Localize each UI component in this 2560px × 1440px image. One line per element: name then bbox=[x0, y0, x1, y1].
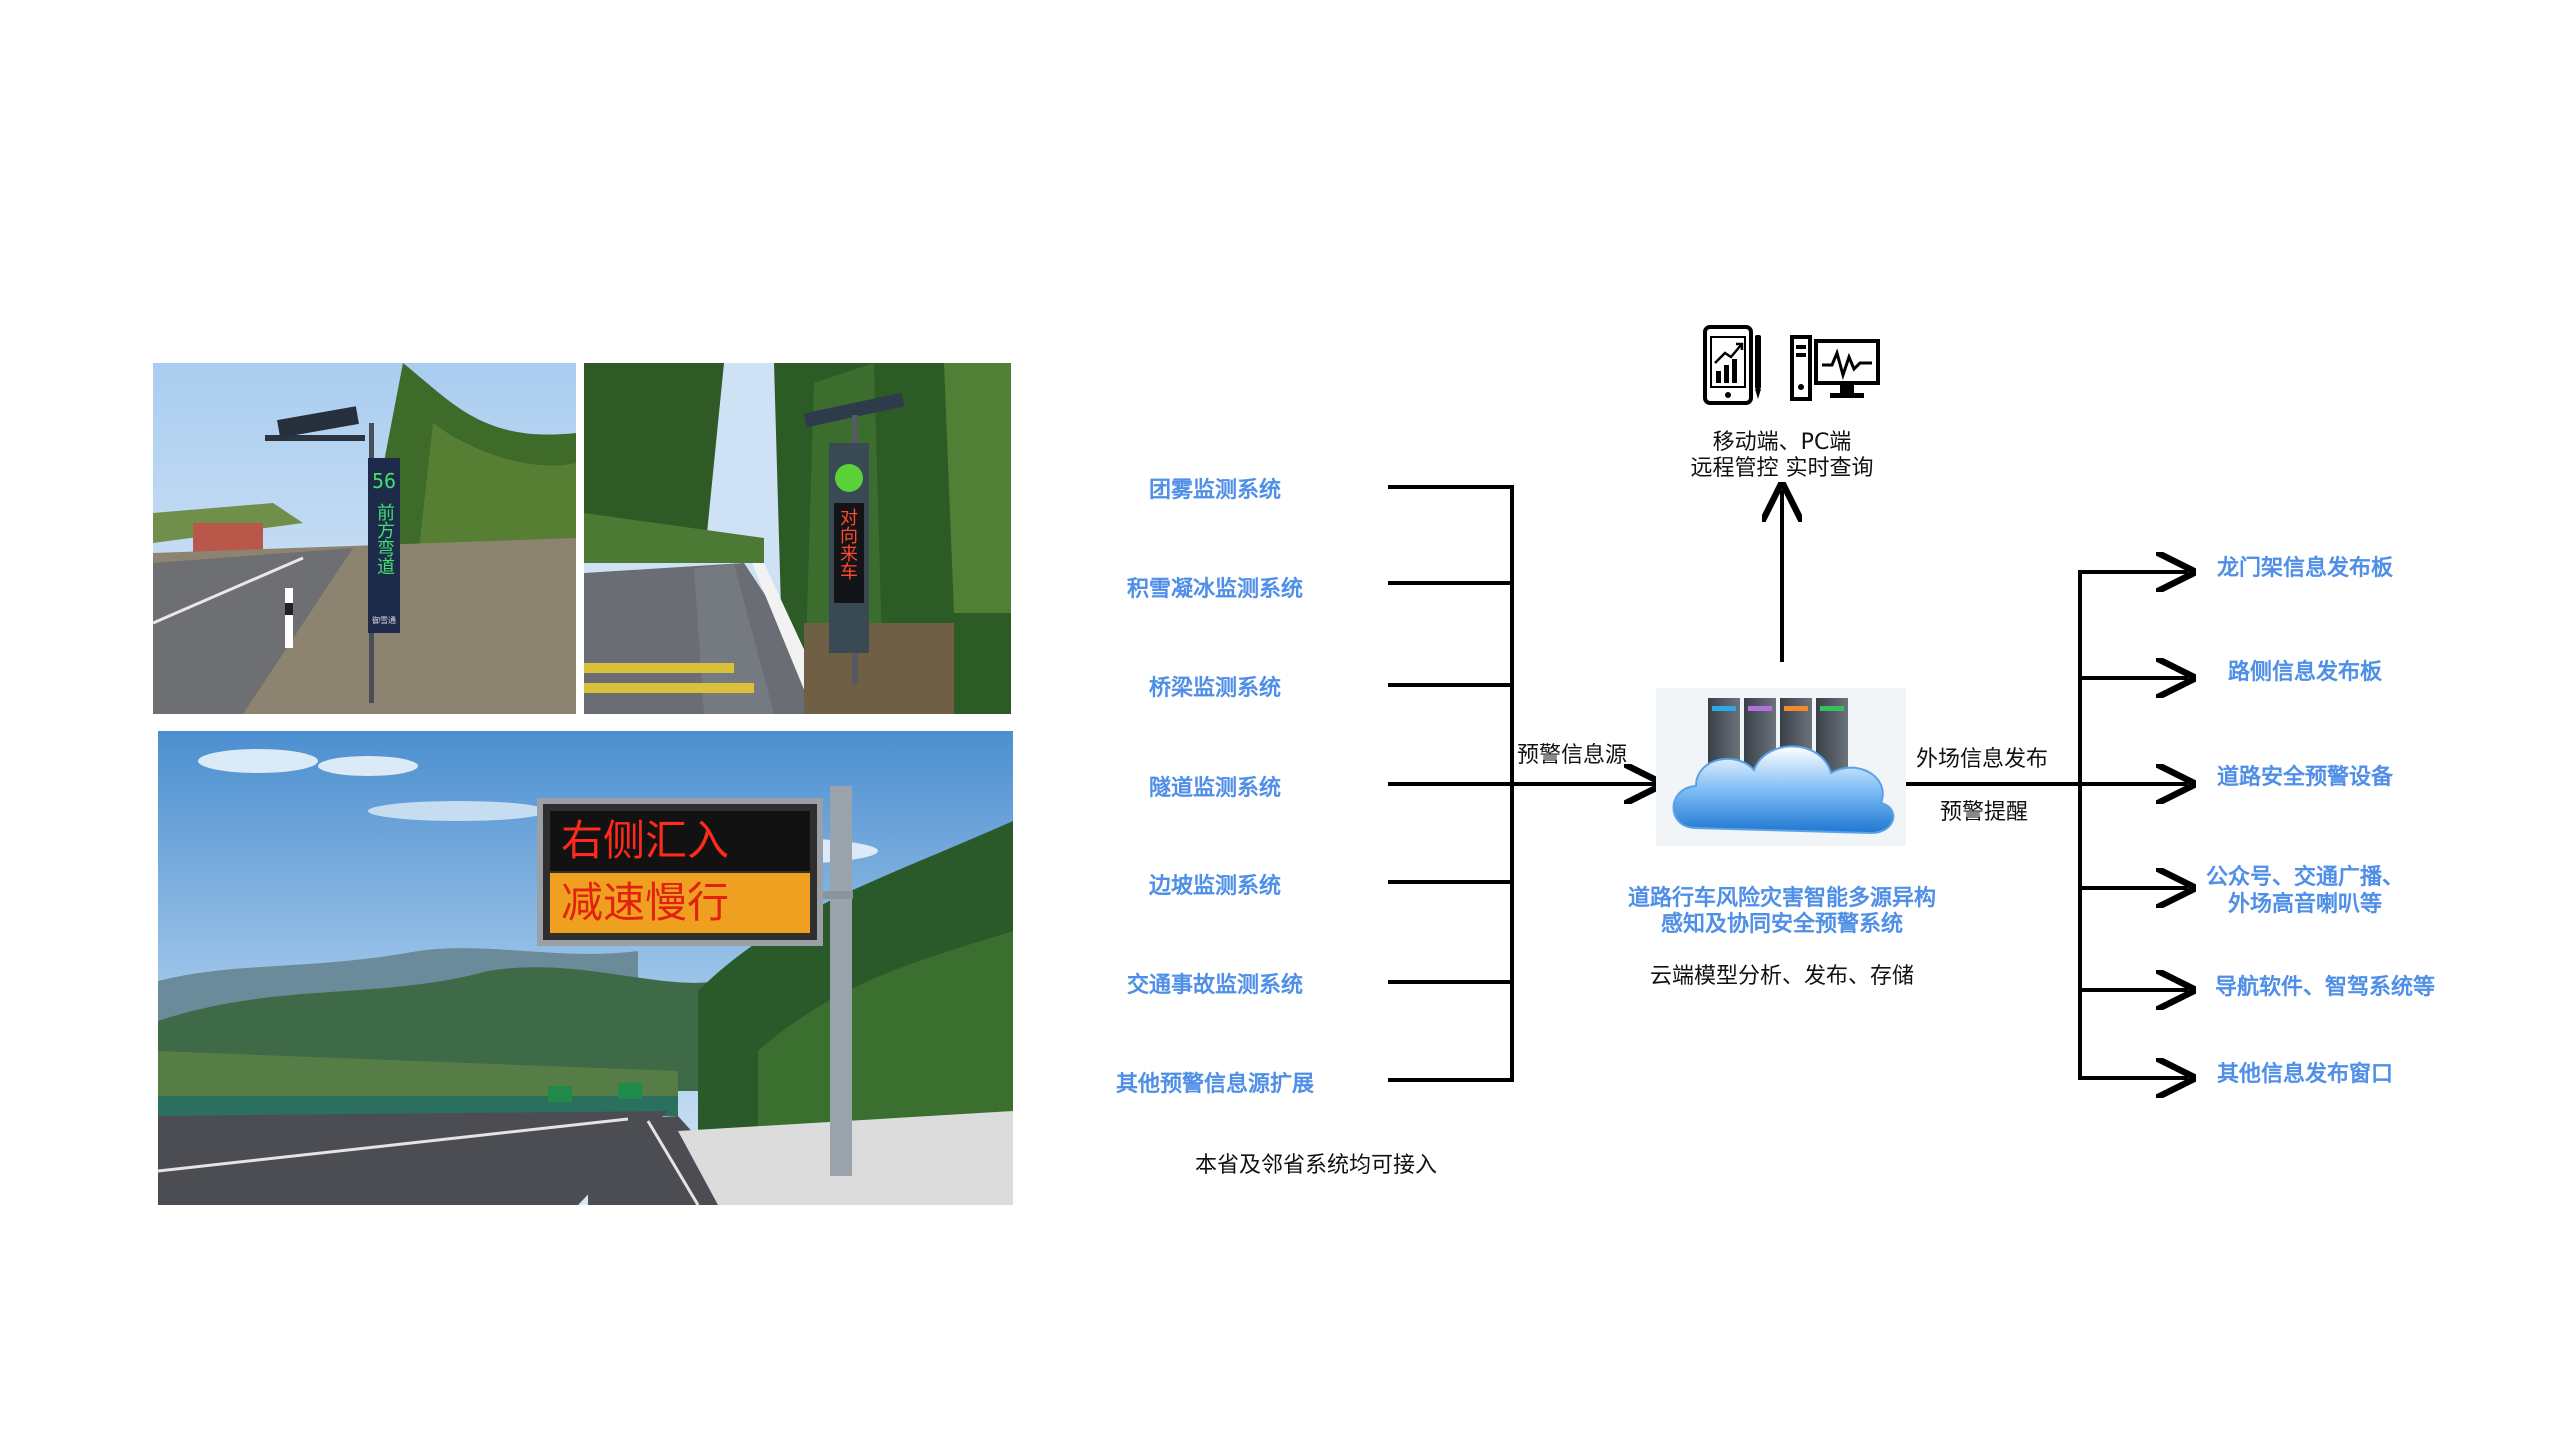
sources-access-note: 本省及邻省系统均可接入 bbox=[1195, 1153, 1438, 1178]
output-public-broadcast-line1: 公众号、交通广播、 bbox=[2205, 865, 2404, 890]
output-label-field-publish: 外场信息发布 bbox=[1916, 747, 2049, 772]
photo-roadside-curve-sign: 56 御雪通 前方弯道 bbox=[153, 363, 576, 714]
source-traffic-accident-monitoring: 交通事故监测系统 bbox=[1126, 973, 1303, 998]
terminal-label-line2: 远程管控 实时查询 bbox=[1690, 456, 1874, 481]
terminal-label-line1: 移动端、PC端 bbox=[1712, 430, 1852, 455]
sign-oncoming-text: 对向来车 bbox=[837, 508, 858, 580]
output-public-broadcast-line2: 外场高音喇叭等 bbox=[2227, 892, 2382, 917]
output-label-warning-reminder: 预警提醒 bbox=[1940, 800, 2029, 825]
output-road-safety-device: 道路安全预警设备 bbox=[2216, 765, 2393, 790]
source-other-extension: 其他预警信息源扩展 bbox=[1115, 1072, 1314, 1097]
output-roadside-board: 路侧信息发布板 bbox=[2227, 660, 2382, 685]
output-gantry-board: 龙门架信息发布板 bbox=[2216, 556, 2393, 581]
vms-line-2-text: 减速慢行 bbox=[561, 878, 730, 927]
center-system-subtitle: 云端模型分析、发布、存储 bbox=[1649, 964, 1914, 989]
sign-speed-number: 56 bbox=[372, 469, 396, 493]
output-other-channels: 其他信息发布窗口 bbox=[2216, 1062, 2393, 1087]
sign-curve-warning-text: 前方弯道 bbox=[374, 503, 395, 575]
photo-oncoming-vehicle-sign: 对向来车 bbox=[584, 363, 1011, 714]
center-system-title-line2: 感知及协同安全预警系统 bbox=[1660, 912, 1903, 937]
input-label-warning-source: 预警信息源 bbox=[1517, 743, 1628, 768]
vms-line-1-text: 右侧汇入 bbox=[561, 816, 730, 865]
photo-highway-vms-board: 右侧汇入 减速慢行 bbox=[158, 731, 1013, 1205]
center-system-title-line1: 道路行车风险灾害智能多源异构 bbox=[1627, 886, 1936, 911]
source-slope-monitoring: 边坡监测系统 bbox=[1148, 874, 1281, 899]
sign-brand-text: 御雪通 bbox=[372, 615, 396, 625]
cloud-server-icon bbox=[1656, 688, 1906, 846]
output-navigation-software: 导航软件、智驾系统等 bbox=[2214, 975, 2435, 1000]
pc-monitor-icon bbox=[1790, 335, 1882, 403]
source-fog-monitoring: 团雾监测系统 bbox=[1148, 478, 1281, 503]
source-snow-ice-monitoring: 积雪凝冰监测系统 bbox=[1126, 577, 1303, 602]
source-tunnel-monitoring: 隧道监测系统 bbox=[1148, 776, 1281, 801]
mobile-icon bbox=[1703, 325, 1765, 407]
source-bridge-monitoring: 桥梁监测系统 bbox=[1148, 676, 1281, 701]
